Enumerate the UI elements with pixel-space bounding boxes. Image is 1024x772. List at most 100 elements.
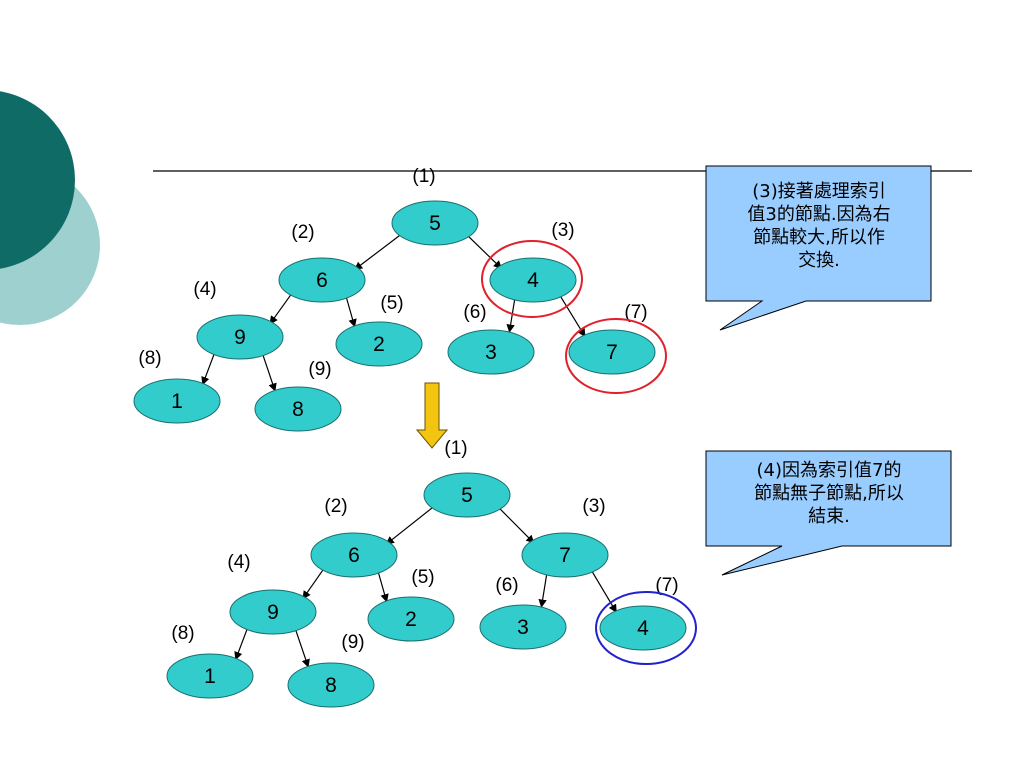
highlight-ring [595, 591, 697, 665]
tree-edge [234, 628, 248, 661]
node-ellipse [335, 321, 423, 367]
callout-1-line: (3)接著處理索引 [752, 181, 886, 202]
node-value: 4 [527, 269, 539, 292]
tree-node: 4 [489, 257, 577, 303]
tree-node: 8 [287, 662, 375, 708]
node-ellipse [447, 329, 535, 375]
tree-edge [295, 629, 310, 668]
node-index-label: (5) [411, 567, 434, 588]
tree-node: 2 [335, 321, 423, 367]
node-ellipse [367, 596, 455, 642]
node-value: 7 [559, 544, 571, 567]
node-ellipse [423, 472, 511, 518]
tree-edge [538, 574, 548, 608]
callout-text-2: (4)因為索引值7的 節點無子節點,所以 結束. [708, 459, 950, 528]
decor-dark-circle [0, 91, 75, 269]
node-ellipse [133, 378, 221, 424]
tree-edge [506, 299, 516, 333]
node-ellipse [599, 605, 687, 651]
tree-edge [262, 354, 277, 392]
tree-node: 5 [423, 472, 511, 518]
node-ellipse [479, 604, 567, 650]
node-ellipse [229, 589, 317, 635]
callout-text-1: (3)接著處理索引 值3的節點.因為右 節點較大,所以作 交換. [708, 180, 930, 272]
callout-2-line: 節點無子節點,所以 [754, 483, 904, 504]
node-value: 9 [267, 601, 279, 624]
tree-edge [466, 234, 503, 269]
tree-edge [269, 292, 293, 325]
tree-edge [385, 505, 436, 545]
node-index-label: (5) [380, 293, 403, 314]
highlight-ring [565, 318, 667, 394]
node-index-label: (7) [655, 575, 678, 596]
tree-node: 7 [568, 329, 656, 375]
node-ellipse [391, 200, 479, 246]
tree-node: 9 [229, 589, 317, 635]
tree-node: 7 [521, 532, 609, 578]
node-index-label: (4) [193, 279, 216, 300]
tree-node: 5 [391, 200, 479, 246]
tree-edge [201, 353, 215, 386]
tree-node: 8 [254, 386, 342, 432]
node-value: 1 [171, 390, 183, 413]
tree-node: 6 [278, 257, 366, 303]
node-value: 4 [637, 617, 649, 640]
node-ellipse [254, 386, 342, 432]
node-ellipse [521, 532, 609, 578]
node-index-label: (6) [463, 302, 486, 323]
tree-node: 1 [166, 653, 254, 699]
callout-shape-1 [705, 165, 932, 331]
node-ellipse [196, 314, 284, 360]
tree-node: 3 [479, 604, 567, 650]
tree-2: 5 (1) 6 (2) 7 (3) 9 (4) 2 (5) 3 (6) 4 (7) 1 (8) 8(9) [166, 438, 697, 708]
tree-edge [345, 297, 357, 328]
node-index-label: (8) [138, 348, 161, 369]
highlight-ring [481, 240, 583, 318]
node-index-label: (9) [341, 632, 364, 653]
tree-edge [591, 570, 617, 613]
node-index-label: (1) [412, 166, 435, 187]
node-index-label: (2) [291, 222, 314, 243]
tree-edge [377, 572, 389, 603]
node-ellipse [166, 653, 254, 699]
node-value: 8 [292, 398, 304, 421]
tree-node: 6 [310, 532, 398, 578]
callout-1-line: 值3的節點.因為右 [747, 204, 891, 225]
node-index-label: (7) [624, 302, 647, 323]
node-ellipse [489, 257, 577, 303]
callout-1-line: 交換. [798, 250, 840, 271]
node-value: 2 [405, 608, 417, 631]
node-ellipse [287, 662, 375, 708]
tree-edge [353, 232, 403, 271]
node-index-label: (4) [227, 552, 250, 573]
node-index-label: (3) [551, 220, 574, 241]
down-arrow-icon [415, 382, 449, 449]
node-value: 1 [204, 665, 216, 688]
node-index-label: (3) [582, 496, 605, 517]
tree-edge [497, 506, 535, 544]
node-index-label: (8) [171, 623, 194, 644]
node-value: 3 [485, 341, 497, 364]
node-ellipse [568, 329, 656, 375]
node-value: 8 [325, 674, 337, 697]
tree-node: 4 [599, 605, 687, 651]
tree-node: 1 [133, 378, 221, 424]
callout-2-line: (4)因為索引值7的 [756, 460, 902, 481]
tree-node: 2 [367, 596, 455, 642]
node-value: 5 [461, 484, 473, 507]
node-value: 2 [373, 333, 385, 356]
node-index-label: (2) [324, 496, 347, 517]
node-value: 6 [316, 269, 328, 292]
node-value: 6 [348, 544, 360, 567]
callout-1-line: 節點較大,所以作 [753, 227, 885, 248]
callout-shape-2 [705, 450, 952, 576]
node-index-label: (6) [495, 575, 518, 596]
node-value: 9 [234, 326, 246, 349]
tree-edge [302, 567, 325, 600]
node-value: 7 [606, 341, 618, 364]
node-ellipse [278, 257, 366, 303]
tree-node: 3 [447, 329, 535, 375]
node-index-label: (1) [444, 438, 467, 459]
